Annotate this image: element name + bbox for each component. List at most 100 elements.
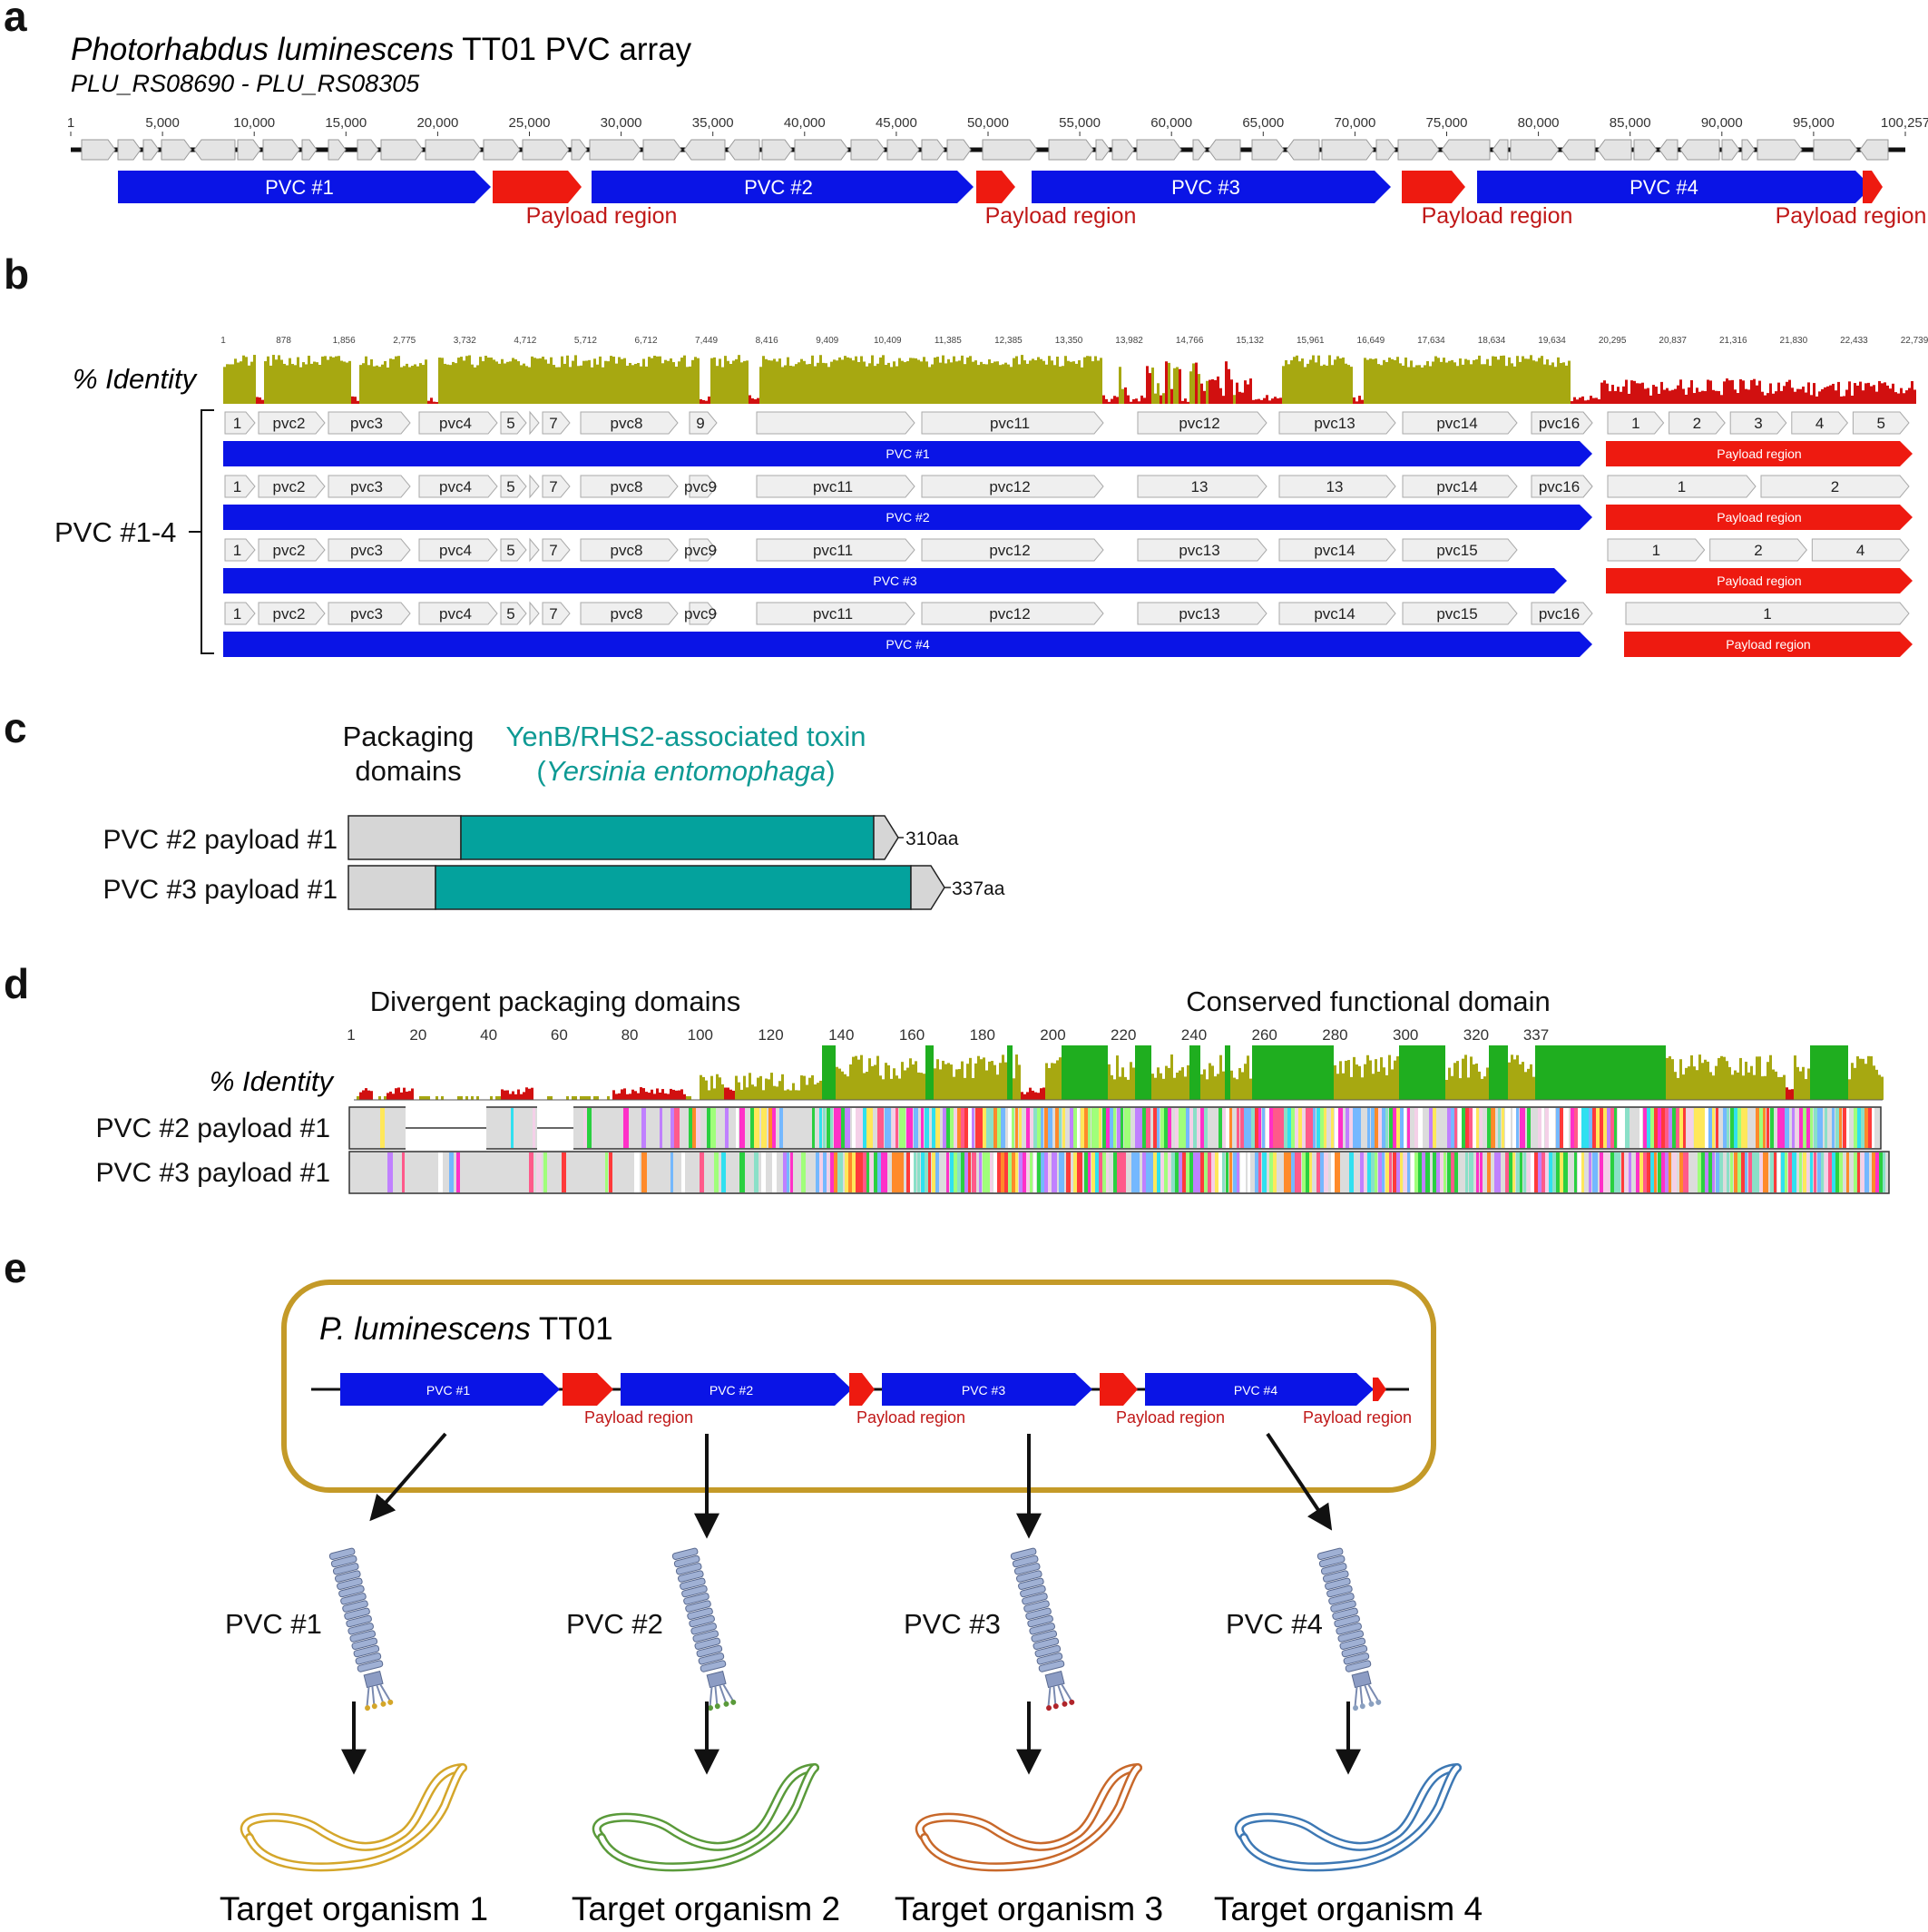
target-worm-inner <box>922 1765 1140 1869</box>
panel-a-regions: PVC #1 Payload region PVC #2 Payload reg… <box>118 171 1926 229</box>
b-identity-bar <box>1595 397 1598 404</box>
b-identity-bar <box>384 360 387 404</box>
b-identity-bar <box>1767 393 1769 404</box>
genome-box-title: P. luminescens TT01 <box>319 1311 613 1347</box>
d-align-residue <box>1298 1152 1301 1192</box>
b-identity-bar <box>648 357 651 404</box>
d-align-residue <box>1825 1108 1827 1148</box>
d-identity-bar <box>1704 1059 1707 1100</box>
b-identity-bar <box>1290 360 1293 404</box>
b-identity-bar <box>759 367 762 404</box>
b-identity-bar <box>1698 391 1701 404</box>
d-identity-bar <box>397 1087 400 1100</box>
d-identity-bar <box>983 1057 985 1100</box>
b-gene-label: pvc3 <box>350 542 383 559</box>
d-identity-bar <box>1690 1054 1693 1100</box>
b-identity-bar <box>1081 367 1083 404</box>
d-identity-bar <box>800 1075 803 1100</box>
b-identity-bar <box>738 355 740 404</box>
b-identity-bar <box>1266 395 1268 404</box>
b-identity-bar <box>484 356 487 404</box>
d-identity-bar <box>1296 1045 1298 1100</box>
b-identity-bar <box>697 358 700 404</box>
d-align-residue <box>583 1108 588 1148</box>
target-worm-outline <box>592 1763 819 1851</box>
b-identity-bar <box>1481 364 1483 404</box>
d-align-residue <box>1817 1152 1821 1192</box>
d-align-residue <box>605 1152 608 1192</box>
d-align-residue <box>1389 1152 1392 1192</box>
b-identity-bar <box>1211 378 1214 404</box>
d-align-residue <box>1864 1152 1869 1192</box>
d-align-residue <box>1335 1108 1340 1148</box>
particle-ring <box>338 1584 365 1598</box>
a-gene-arrow <box>1492 139 1509 161</box>
b-identity-bar <box>776 361 778 404</box>
b-gene-arrow <box>921 538 1104 562</box>
d-align-residue <box>609 1152 612 1192</box>
d-align-residue <box>1748 1152 1754 1192</box>
particle-ring <box>340 1593 367 1605</box>
b-identity-bar <box>1769 383 1772 404</box>
d-align-residue <box>1218 1152 1224 1192</box>
panel-d-row1-label: PVC #2 payload #1 <box>95 1113 330 1143</box>
b-identity-bar <box>1875 391 1878 404</box>
d-identity-bar <box>1541 1045 1543 1100</box>
d-align-residue <box>1179 1152 1182 1192</box>
particle-fiber <box>1047 1686 1052 1707</box>
d-identity-bar <box>1138 1045 1140 1100</box>
particle-ring <box>681 1584 708 1598</box>
d-identity-bar <box>719 1077 721 1100</box>
particle-fiber-tip <box>708 1705 714 1711</box>
b-identity-bar <box>781 367 784 404</box>
d-align-residue <box>670 1152 673 1192</box>
b-identity-bar <box>1203 390 1206 404</box>
d-align-residue <box>1705 1152 1708 1192</box>
d-identity-bar <box>547 1096 550 1100</box>
b-payload-gene-label: 4 <box>1815 415 1824 432</box>
d-identity-bar <box>1769 1054 1772 1100</box>
d-align-residue <box>1814 1152 1816 1192</box>
b-payload-gene-label: 1 <box>1763 605 1771 623</box>
d-tick-label: 120 <box>758 1026 783 1044</box>
d-align-residue <box>1429 1108 1433 1148</box>
d-identity-bar <box>830 1045 833 1100</box>
b-identity-bar <box>626 366 629 404</box>
d-align-residue <box>1258 1108 1261 1148</box>
d-identity-bar <box>1023 1093 1026 1100</box>
b-identity-bar <box>1015 356 1018 404</box>
b-identity-bar <box>680 358 683 404</box>
d-align-residue <box>714 1152 719 1192</box>
d-identity-bar <box>1718 1057 1720 1100</box>
a-gene-arrow <box>921 139 945 161</box>
b-identity-bar <box>354 397 357 404</box>
d-identity-bar <box>550 1096 553 1100</box>
d-identity-bar <box>893 1068 895 1100</box>
d-align-residue <box>1088 1152 1091 1192</box>
d-identity-bar <box>1437 1045 1440 1100</box>
e-payload4-region <box>1373 1378 1386 1401</box>
b-gene-arrow <box>689 538 718 562</box>
d-identity-bar <box>1130 1062 1132 1100</box>
d-identity-bar <box>656 1088 659 1100</box>
b-gene-arrow <box>1137 475 1267 498</box>
d-identity-bar <box>531 1087 533 1100</box>
a-tick-label: 85,000 <box>1610 115 1651 131</box>
d-align-residue <box>1088 1108 1091 1148</box>
d-identity-bar <box>1832 1045 1835 1100</box>
d-align-residue <box>1091 1152 1096 1192</box>
d-identity-bar <box>1587 1045 1590 1100</box>
d-align-residue <box>449 1152 454 1192</box>
a-tick-label: 10,000 <box>233 115 275 131</box>
b-payload-gene-arrow <box>1607 475 1757 498</box>
d-align-residue <box>1614 1108 1617 1148</box>
b-tick-label: 7,449 <box>695 336 718 346</box>
d-identity-bar <box>1203 1069 1206 1100</box>
d-identity-bar <box>1845 1045 1848 1100</box>
panel-c-row2-label: PVC #3 payload #1 <box>103 875 338 905</box>
b-identity-bar <box>1459 358 1462 404</box>
d-align-residue <box>932 1152 937 1192</box>
d-align-residue <box>725 1108 729 1148</box>
